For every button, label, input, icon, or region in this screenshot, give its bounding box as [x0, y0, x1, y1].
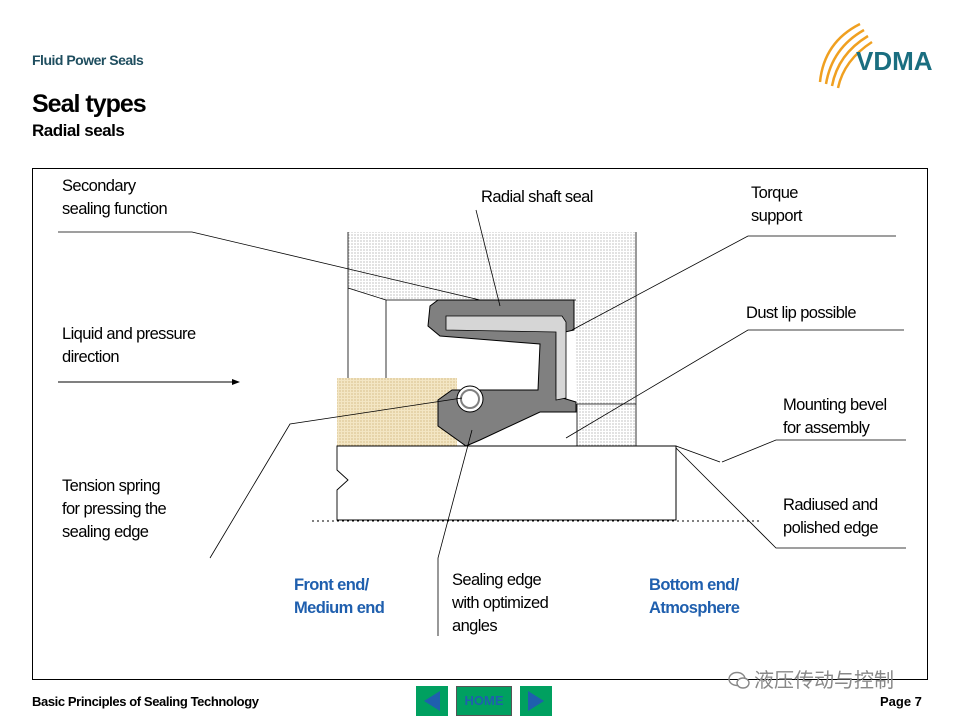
page-number: Page 7 [880, 694, 922, 709]
medium-area [337, 378, 457, 446]
footer-title: Basic Principles of Sealing Technology [32, 694, 259, 709]
vdma-logo-icon: VDMA [818, 22, 933, 89]
next-page-button[interactable] [520, 686, 552, 716]
watermark: 液压传动与控制 [728, 664, 894, 693]
label-front-end: Front end/Medium end [294, 576, 385, 617]
logo-text: VDMA [856, 46, 933, 76]
diagram-frame [32, 168, 928, 680]
label-dust-lip: Dust lip possible [746, 304, 857, 322]
home-button-label: HOME [464, 693, 504, 708]
home-button[interactable]: HOME [456, 686, 512, 716]
left-arrow-icon [424, 691, 440, 711]
section-title: Fluid Power Seals [32, 52, 144, 68]
previous-page-button[interactable] [416, 686, 448, 716]
right-arrow-icon [528, 691, 544, 711]
metal-insert [445, 315, 567, 401]
page-subtitle: Radial seals [32, 121, 125, 140]
shaft [336, 445, 677, 521]
label-bottom-end: Bottom end/Atmosphere [649, 576, 740, 617]
page-title: Seal types [32, 90, 147, 118]
label-radial-shaft-seal: Radial shaft seal [481, 188, 593, 206]
wechat-icon [728, 671, 750, 689]
